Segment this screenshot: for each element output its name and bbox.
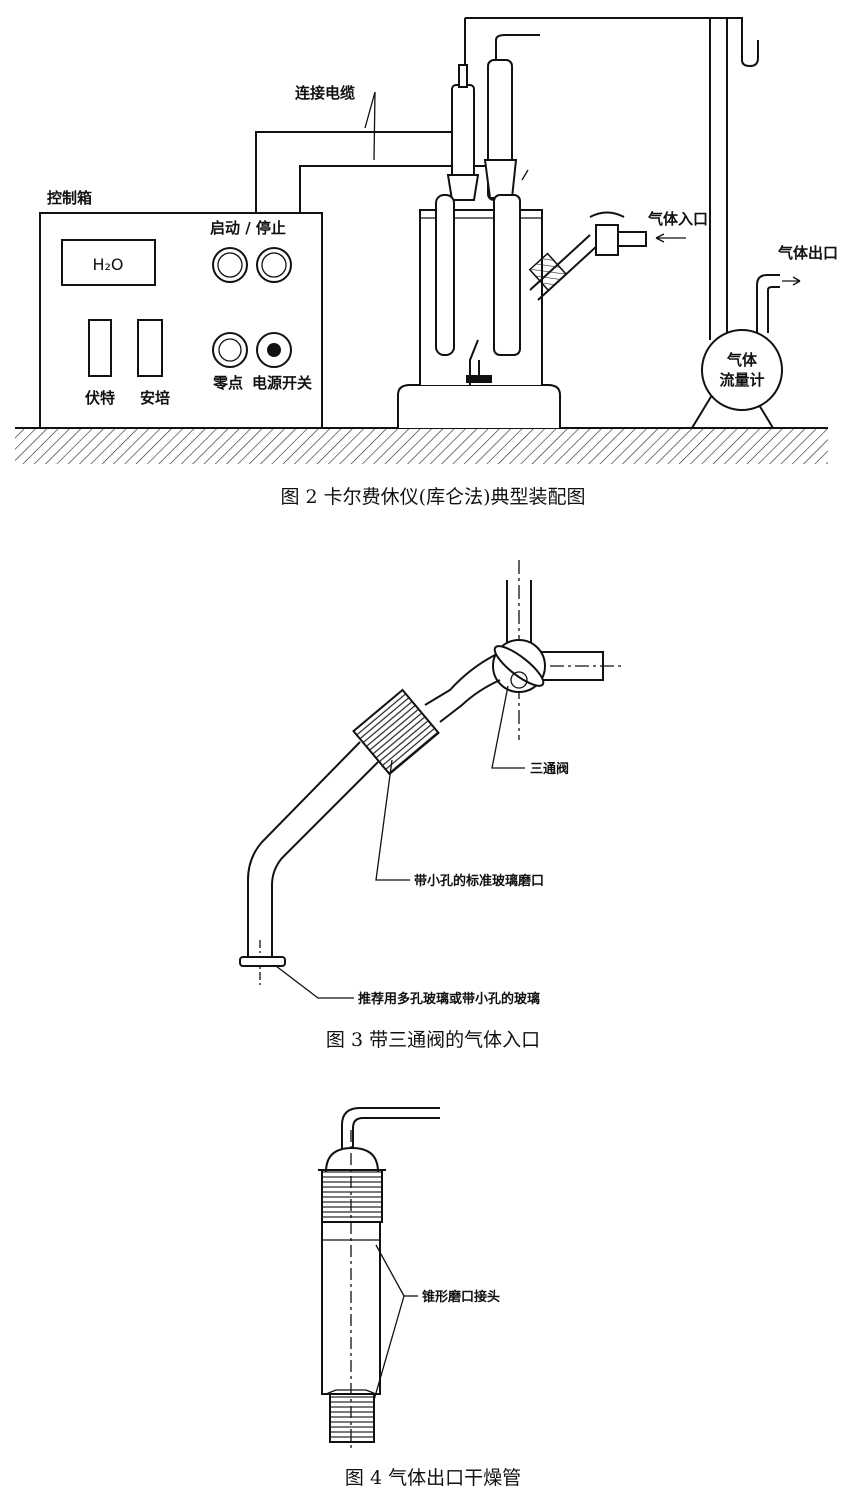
label-volt: 伏特 (85, 389, 115, 407)
label-cable: 连接电缆 (295, 84, 355, 102)
gas-line-top (465, 17, 759, 68)
label-ampere: 安培 (140, 389, 170, 407)
leader-valve (491, 685, 525, 769)
label-start-stop: 启动 / 停止 (210, 219, 286, 237)
label-flowmeter-1: 气体 (726, 351, 758, 369)
inlet-tube-lower (247, 741, 361, 958)
label-joint: 带小孔的标准玻璃磨口 (414, 873, 544, 889)
generator-tube (493, 194, 521, 356)
label-gas-in: 气体入口 (647, 210, 708, 228)
gas-out-arrow (782, 276, 801, 286)
flowmeter (701, 329, 783, 411)
upper-cone-joint (321, 1169, 383, 1223)
figure-2: 控制箱 连接电缆 H₂O 启动 / 停止 伏特 安培 零点 电源开关 气体入口 … (15, 17, 838, 508)
label-power: 电源开关 (252, 374, 312, 392)
leader-frit (275, 965, 354, 999)
porous-glass-frit (239, 956, 286, 967)
label-valve: 三通阀 (530, 761, 569, 777)
figure-3: 三通阀 带小孔的标准玻璃磨口 推荐用多孔玻璃或带小孔的玻璃 图 3 带三通阀的气… (239, 560, 625, 1051)
cable-1 (255, 131, 463, 213)
label-gas-out: 气体出口 (777, 244, 838, 262)
stirrer-base (397, 384, 561, 428)
valve-top-stub (506, 580, 532, 650)
gas-in-arrow (655, 233, 686, 243)
caption-figure-3: 图 3 带三通阀的气体入口 (326, 1029, 540, 1051)
gas-out-line (756, 274, 780, 333)
ground-hatch (15, 428, 828, 464)
standard-ground-joint (352, 688, 440, 776)
outlet-bend (341, 1107, 440, 1160)
drying-tube-outlet (495, 34, 540, 60)
label-control-box: 控制箱 (47, 189, 92, 207)
label-flowmeter-2: 流量计 (719, 371, 764, 389)
three-way-valve (595, 224, 619, 256)
volt-meter (88, 319, 112, 377)
label-zero: 零点 (212, 374, 243, 392)
label-cone-joint: 锥形磨口接头 (422, 1289, 500, 1305)
h2o-display (61, 239, 156, 286)
electrode-tube-left (435, 194, 455, 356)
power-switch-dot (267, 343, 281, 357)
label-frit: 推荐用多孔玻璃或带小孔的玻璃 (358, 991, 540, 1007)
ampere-meter (137, 319, 163, 377)
stir-bar (466, 375, 492, 383)
caption-figure-4: 图 4 气体出口干燥管 (345, 1467, 521, 1489)
label-display: H₂O (92, 255, 123, 274)
zero-knob (212, 332, 248, 368)
inlet-tube-upper (424, 654, 496, 706)
lower-cone-joint (329, 1393, 375, 1443)
figure-4: 锥形磨口接头 图 4 气体出口干燥管 (318, 1107, 521, 1489)
caption-figure-2: 图 2 卡尔费休仪(库仑法)典型装配图 (281, 486, 586, 508)
cable-leader (364, 91, 376, 161)
leader-joint (375, 759, 410, 881)
inlet-joint (528, 252, 568, 292)
outlet-cap (325, 1146, 379, 1173)
